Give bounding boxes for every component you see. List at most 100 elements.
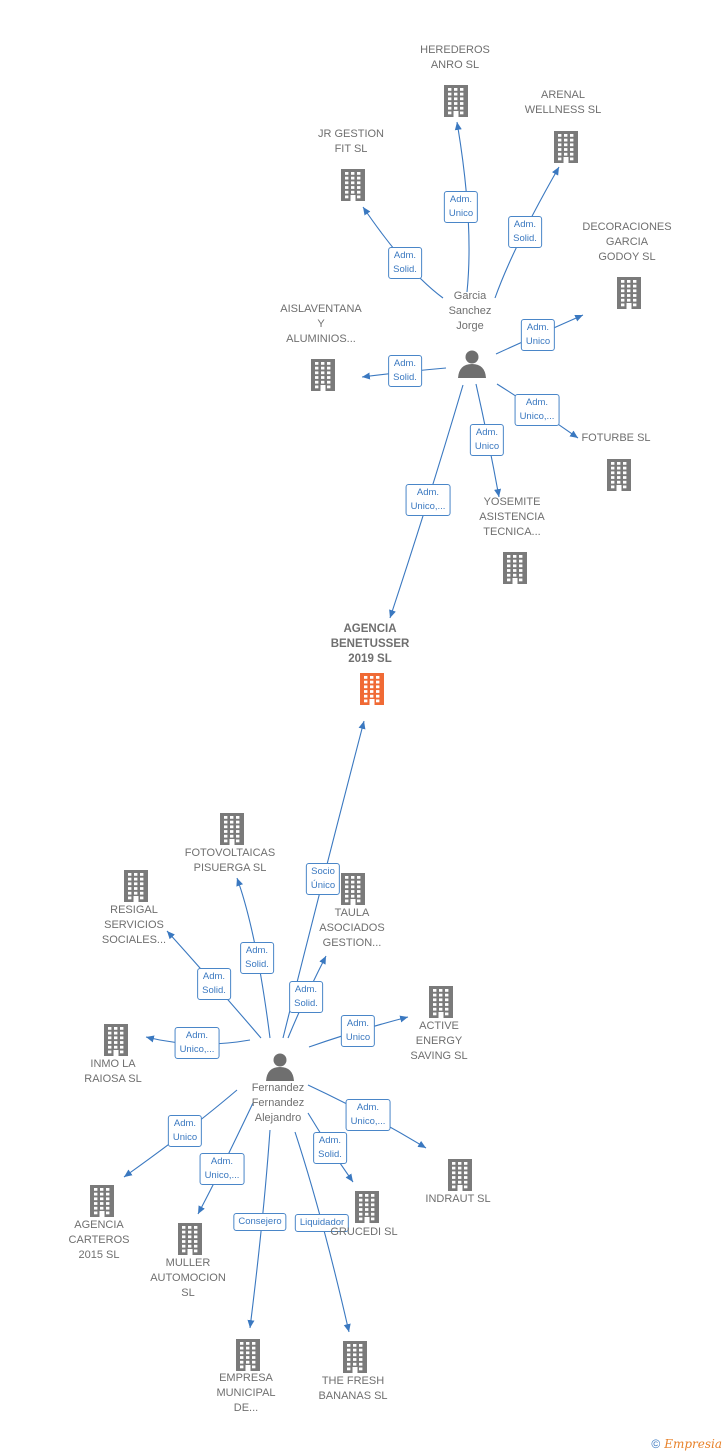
node-label-line: 2015 SL bbox=[78, 1249, 120, 1261]
person-icon[interactable] bbox=[266, 1053, 294, 1082]
building-icon[interactable] bbox=[554, 131, 578, 163]
edge-label-line: Unico bbox=[474, 441, 500, 452]
building-icon[interactable] bbox=[429, 986, 453, 1018]
node-label-line: MUNICIPAL bbox=[216, 1387, 276, 1399]
edge-label-line: Unico bbox=[345, 1032, 371, 1043]
edge-label-agencia_carteros[interactable]: Adm.Unico bbox=[167, 1115, 203, 1147]
edge-label-grucedi[interactable]: Adm.Solid. bbox=[313, 1132, 347, 1164]
node-label-line: DE... bbox=[233, 1402, 259, 1414]
edge-label-herederos[interactable]: Adm.Unico bbox=[443, 191, 479, 223]
edge-label-line: Adm. bbox=[416, 487, 440, 498]
edge-label-resigal[interactable]: Adm.Solid. bbox=[197, 968, 231, 1000]
building-icon[interactable] bbox=[341, 873, 365, 905]
edge-label-jr_gestion[interactable]: Adm.Solid. bbox=[388, 247, 422, 279]
building-icon[interactable] bbox=[90, 1185, 114, 1217]
building-icon[interactable] bbox=[341, 169, 365, 201]
edge-label-line: Unico bbox=[172, 1132, 198, 1143]
node-label-line: GARCIA bbox=[605, 236, 649, 248]
building-icon[interactable] bbox=[343, 1341, 367, 1373]
node-label-line: TAULA bbox=[334, 907, 370, 919]
node-label-line: ENERGY bbox=[415, 1035, 463, 1047]
building-icon[interactable] bbox=[124, 870, 148, 902]
edge-label-inmo_raiosa[interactable]: Adm. Unico,... bbox=[174, 1027, 220, 1059]
node-label-line: GESTION... bbox=[322, 937, 382, 949]
building-icon[interactable] bbox=[178, 1223, 202, 1255]
edge-label-line: Adm. bbox=[393, 358, 417, 369]
edge-label-line: Solid. bbox=[202, 985, 226, 996]
node-label-line: Y bbox=[317, 318, 325, 330]
node-label-line: ARENAL bbox=[540, 89, 586, 101]
brand-logo[interactable]: Empresia bbox=[664, 1437, 722, 1451]
building-icon[interactable] bbox=[236, 1339, 260, 1371]
node-label-arenal[interactable]: ARENAL WELLNESS SL bbox=[525, 88, 601, 118]
edge-label-taula[interactable]: Adm.Solid. bbox=[289, 981, 323, 1013]
node-label-line: AISLAVENTANA bbox=[280, 303, 362, 315]
person-icon[interactable] bbox=[458, 350, 486, 379]
node-label-line: INMO LA bbox=[90, 1058, 136, 1070]
node-label-line: WELLNESS SL bbox=[524, 104, 602, 116]
building-icon[interactable] bbox=[448, 1159, 472, 1191]
building-icon[interactable] bbox=[444, 85, 468, 117]
edge-label-active_energy[interactable]: Adm.Unico bbox=[340, 1015, 376, 1047]
node-label-inmo-raiosa[interactable]: INMO LA RAIOSA SL bbox=[84, 1057, 141, 1087]
edge-label-line: Único bbox=[310, 880, 336, 891]
edge-label-arenal[interactable]: Adm.Solid. bbox=[508, 216, 542, 248]
edge-label-fotovoltaicas[interactable]: Adm.Solid. bbox=[240, 942, 274, 974]
node-label-line: SL bbox=[181, 1287, 195, 1299]
edge-label-muller[interactable]: Adm.Unico,... bbox=[199, 1153, 245, 1185]
node-label-line: RAIOSA SL bbox=[84, 1073, 142, 1085]
node-label-line: BENETUSSER bbox=[330, 638, 410, 650]
building-icon[interactable] bbox=[311, 359, 335, 391]
node-label-line: TECNICA... bbox=[483, 526, 541, 538]
building-icon[interactable] bbox=[220, 813, 244, 845]
node-label-indraut[interactable]: INDRAUT SL bbox=[425, 1192, 490, 1207]
edge-label-line: Adm. bbox=[475, 427, 499, 438]
edge-label-decoraciones[interactable]: Adm.Unico bbox=[520, 319, 556, 351]
building-icon[interactable] bbox=[617, 277, 641, 309]
footer: ©Empresia bbox=[651, 1437, 722, 1451]
node-label-line: THE FRESH bbox=[321, 1375, 385, 1387]
edge-label-line: Adm. bbox=[393, 250, 417, 261]
node-label-grucedi[interactable]: GRUCEDI SL bbox=[330, 1225, 397, 1240]
main-building-icon[interactable] bbox=[360, 673, 384, 705]
building-icon[interactable] bbox=[503, 552, 527, 584]
edge-label-line: Adm. bbox=[513, 219, 537, 230]
node-label-foturbe[interactable]: FOTURBE SL bbox=[581, 431, 650, 446]
edge-label-line: Adm. bbox=[185, 1030, 209, 1041]
edge-label-line: Adm. bbox=[245, 945, 269, 956]
node-label-line: SOCIALES... bbox=[101, 934, 167, 946]
node-label-line: Jorge bbox=[456, 320, 484, 332]
edge-label-foturbe[interactable]: Adm.Unico,... bbox=[514, 394, 560, 426]
edge-label-agencia_benetusser[interactable]: Adm.Unico,... bbox=[405, 484, 451, 516]
building-icon[interactable] bbox=[104, 1024, 128, 1056]
edge-label-line: Unico,... bbox=[179, 1044, 215, 1055]
edge-label-line: Socio bbox=[311, 866, 335, 877]
node-label-line: GODOY SL bbox=[598, 251, 656, 263]
edge-label-fresh_bananas[interactable]: Liquidador bbox=[294, 1214, 350, 1232]
edge-label-aislaventana[interactable]: Adm.Solid. bbox=[388, 355, 422, 387]
edge-label-yosemite[interactable]: Adm. Unico bbox=[469, 424, 505, 456]
building-icon[interactable] bbox=[355, 1191, 379, 1223]
edge-label-indraut[interactable]: Adm.Unico,... bbox=[345, 1099, 391, 1131]
building-icon[interactable] bbox=[607, 459, 631, 491]
edge-label-empresa_municipal[interactable]: Consejero bbox=[233, 1213, 287, 1231]
node-label-line: Fernandez bbox=[251, 1082, 305, 1094]
edge-label-line: Unico,... bbox=[350, 1116, 386, 1127]
